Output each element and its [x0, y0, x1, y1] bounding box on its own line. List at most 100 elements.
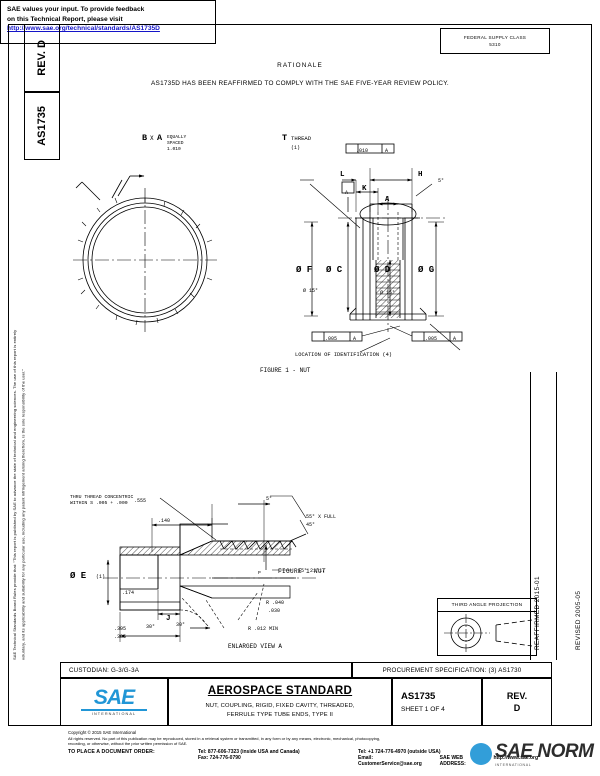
feedback-link[interactable]: http://www.sae.org/technical/standards/A… [7, 25, 160, 33]
fsc-line-1: FEDERAL SUPPLY CLASS [463, 35, 527, 40]
svg-text:SPACED: SPACED [167, 140, 184, 146]
svg-text:K: K [362, 185, 367, 193]
sae-logo-bar [81, 709, 147, 712]
svg-text:.005: .005 [425, 336, 437, 342]
svg-text:5°: 5° [266, 496, 272, 502]
custodian-text: CUSTODIAN: G-3/G-3A [69, 666, 140, 674]
date-column-rule [530, 372, 531, 660]
revision-value: D [36, 40, 48, 49]
disclaimer-line-2: voluntary, and its applicability and sui… [20, 369, 26, 660]
svg-text:A: A [385, 196, 390, 204]
svg-text:5°: 5° [438, 178, 444, 184]
svg-text:.174: .174 [122, 590, 134, 596]
custodian-cell: CUSTODIAN: G-3/G-3A [60, 662, 352, 678]
feedback-box[interactable]: SAE values your input. To provide feedba… [0, 0, 216, 44]
revision-box-text: REV. D [36, 40, 48, 76]
footer-web-url[interactable]: http://www.sae.org [493, 755, 538, 761]
engineering-drawing-svg: B X A EQUALLY SPACED 1.010 T THREAD (1) … [70, 133, 463, 650]
technical-standards-disclaimer: SAE Technical Standards Board Rules prov… [11, 168, 55, 660]
svg-text:Ø 15°: Ø 15° [380, 289, 395, 296]
svg-text:45°: 45° [306, 522, 315, 528]
date-revised: REVISED 2005-05 [575, 590, 582, 650]
standard-number-value: AS1735 [401, 691, 436, 702]
footer-email[interactable]: Email: CustomerService@sae.org [358, 755, 422, 767]
procurement-spec-cell: PROCUREMENT SPECIFICATION: (3) AS1730 [352, 662, 552, 678]
federal-supply-class-box: FEDERAL SUPPLY CLASS 5310 [440, 28, 550, 54]
aerospace-standard-title: AEROSPACE STANDARD [207, 684, 353, 697]
footer-fax: Fax: 724-776-0790 [198, 755, 241, 761]
svg-text:R .012 MIN: R .012 MIN [248, 626, 278, 632]
svg-text:55° X FULL: 55° X FULL [306, 514, 336, 520]
description-line-1: NUT, COUPLING, RIGID, FIXED CAVITY, THRE… [205, 702, 355, 709]
figure-2-caption: FIGURE 1 NUT [278, 568, 327, 575]
svg-text:Ø E: Ø E [70, 571, 87, 581]
svg-text:15° 21'17: 15° 21'17 [298, 568, 325, 574]
standard-number-text: AS1735 [36, 106, 48, 146]
drawing-area: B X A EQUALLY SPACED 1.010 T THREAD (1) … [60, 100, 530, 660]
fsc-line-2: 5310 [489, 42, 501, 47]
sae-norm-watermark: SAE NORM INTERNATIONAL [470, 736, 596, 772]
svg-text:(1): (1) [96, 574, 105, 580]
svg-text:THREAD: THREAD [291, 135, 312, 142]
svg-text:A: A [353, 336, 356, 342]
revision-cell: REV. D [482, 678, 552, 726]
footer-tel-us: Tel: 877-606-7323 (inside USA and Canada… [198, 749, 300, 755]
svg-text:THRU THREAD CONCENTRIC: THRU THREAD CONCENTRIC [70, 494, 133, 500]
svg-text:X: X [150, 135, 154, 142]
svg-text:Ø C: Ø C [326, 265, 343, 275]
sae-logo-cell: SAE INTERNATIONAL [60, 678, 168, 726]
svg-text:Ø G: Ø G [418, 265, 434, 275]
svg-text:ENLARGED VIEW A: ENLARGED VIEW A [228, 643, 282, 650]
svg-text:.395: .395 [114, 626, 126, 632]
footer-web-label: SAE WEB ADDRESS: [439, 755, 466, 767]
procurement-spec-text: PROCUREMENT SPECIFICATION: (3) AS1730 [382, 666, 522, 674]
svg-text:EQUALLY: EQUALLY [167, 134, 187, 140]
svg-text:FIGURE 1 - NUT: FIGURE 1 - NUT [260, 367, 311, 374]
footer-rights-2: recording, or otherwise, without the pri… [68, 740, 188, 746]
svg-text:(1): (1) [291, 145, 300, 151]
svg-text:Ø D: Ø D [374, 265, 391, 275]
standard-description: NUT, COUPLING, RIGID, FIXED CAVITY, THRE… [199, 702, 360, 719]
standard-title-cell: AEROSPACE STANDARD NUT, COUPLING, RIGID,… [168, 678, 392, 726]
sae-logo-sub: INTERNATIONAL [91, 712, 137, 717]
description-line-2: FERRULE TYPE TUBE ENDS, TYPE II [226, 711, 334, 718]
standard-number-box: AS1735 [24, 92, 60, 160]
feedback-line-1: SAE values your input. To provide feedba… [7, 6, 145, 13]
watermark-sub: INTERNATIONAL [495, 763, 532, 767]
watermark-mark-icon [470, 743, 492, 765]
svg-text:P: P [258, 570, 261, 576]
sae-logo: SAE INTERNATIONAL [79, 687, 149, 717]
svg-text:Ø 15°: Ø 15° [303, 287, 318, 294]
revision-box: REV. D [24, 24, 60, 92]
svg-text:L: L [340, 171, 345, 179]
date-column-rule-2 [556, 372, 557, 660]
svg-text:A: A [345, 190, 348, 196]
svg-text:J: J [166, 615, 171, 623]
svg-text:.030: .030 [268, 608, 280, 614]
svg-text:A: A [157, 133, 163, 143]
third-angle-projection-symbol [444, 614, 533, 652]
standard-number-cell: AS1735 SHEET 1 OF 4 [392, 678, 482, 726]
svg-text:LOCATION OF IDENTIFICATION (4): LOCATION OF IDENTIFICATION (4) [295, 352, 392, 358]
svg-text:Ø F: Ø F [296, 265, 312, 275]
footer-order-label: TO PLACE A DOCUMENT ORDER: [68, 749, 155, 755]
revision-cell-value: D [513, 703, 521, 713]
svg-text:.010: .010 [356, 148, 368, 154]
svg-text:H: H [418, 171, 423, 179]
svg-text:.555: .555 [134, 498, 146, 504]
svg-text:30°: 30° [146, 624, 155, 630]
disclaimer-line-1: SAE Technical Standards Board Rules prov… [12, 329, 17, 660]
sae-logo-word: SAE [93, 686, 135, 709]
third-angle-projection-box: THIRD ANGLE PROJECTION [437, 598, 537, 656]
footer-copyright: Copyright © 2015 SAE International [68, 730, 137, 735]
svg-text:T: T [282, 133, 287, 143]
svg-text:.140: .140 [158, 518, 170, 524]
footer-rights-1: All rights reserved. No part of this pub… [68, 735, 381, 741]
date-history: REAFFIRMED 2015-01 REVISED 2005-05 ISSUE… [534, 392, 582, 650]
sheet-number: SHEET 1 OF 4 [401, 706, 445, 713]
svg-text:B: B [142, 133, 147, 143]
svg-text:.385: .385 [114, 634, 126, 640]
revision-cell-label: REV. [506, 691, 528, 701]
svg-text:.005: .005 [325, 336, 337, 342]
